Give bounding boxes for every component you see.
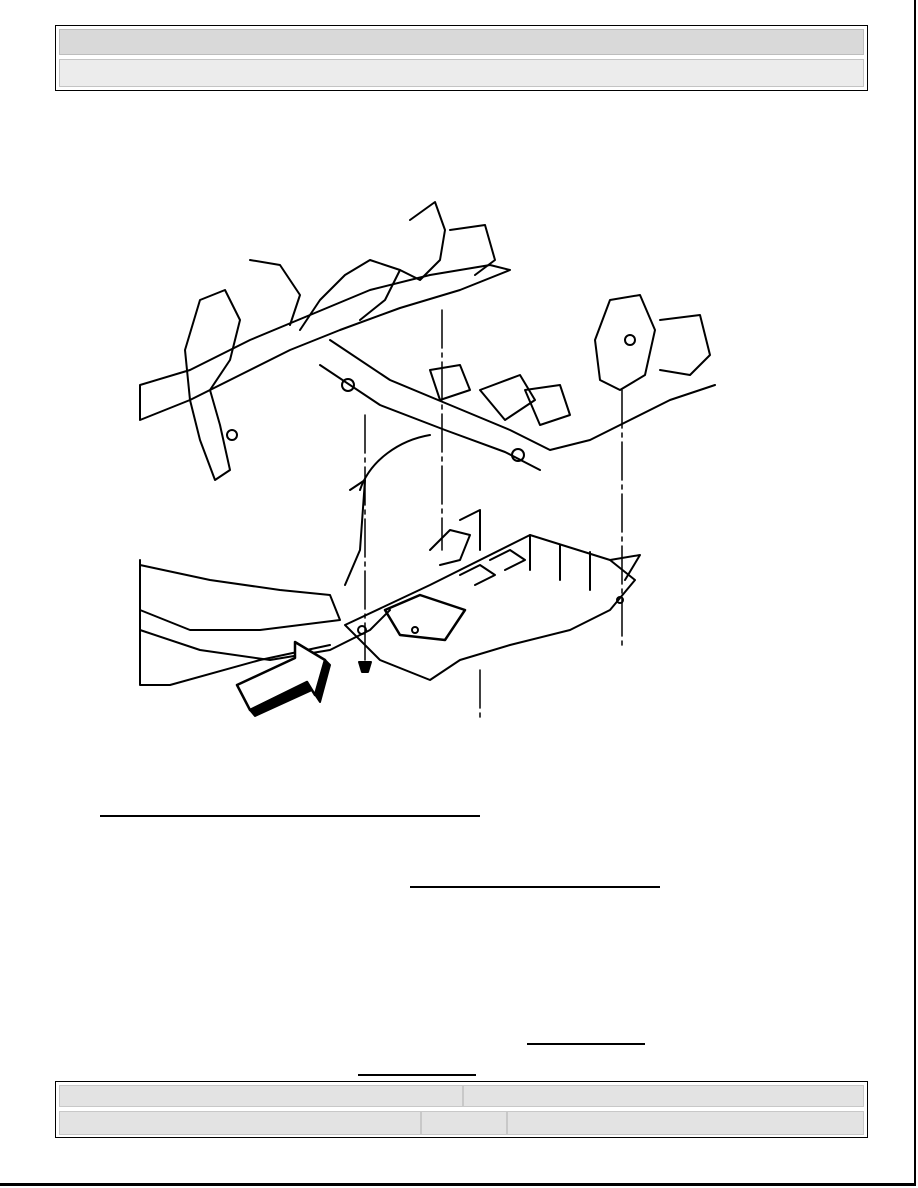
shield-plate: [344, 509, 641, 681]
text-line-4: [358, 1074, 476, 1076]
page-footer: [55, 1081, 868, 1138]
fastener-leader-lines: [364, 309, 623, 721]
header-title: [59, 29, 864, 55]
frame-crossmember: [139, 201, 716, 481]
header-subtitle: [59, 59, 864, 87]
footer-left: [59, 1085, 463, 1107]
text-line-2: [410, 886, 660, 888]
footer-right2: [507, 1111, 864, 1135]
frame-illustration: [130, 190, 730, 730]
text-line-3: [527, 1043, 645, 1045]
footer-mid2: [421, 1111, 507, 1135]
footer-right: [463, 1085, 864, 1107]
front-direction-arrow-icon: [235, 640, 331, 717]
footer-left2: [59, 1111, 421, 1135]
text-line-1: [100, 815, 480, 817]
bolt-icon: [358, 661, 372, 673]
lower-frame-rail: [139, 434, 431, 686]
page-header: [55, 25, 868, 91]
